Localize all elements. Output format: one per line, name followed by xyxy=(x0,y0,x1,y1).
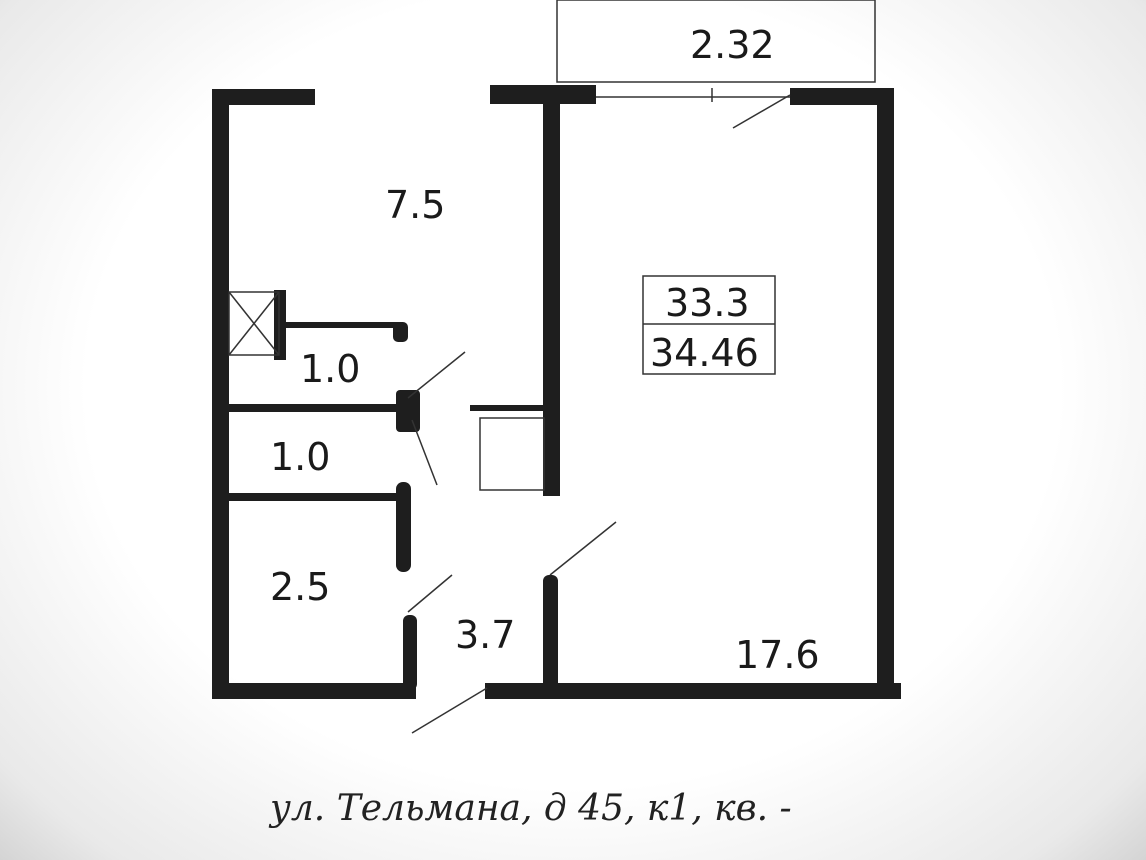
niche xyxy=(479,417,545,491)
living-room-area-label: 17.6 xyxy=(735,633,820,677)
kitchen-area-label: 7.5 xyxy=(385,183,445,227)
address-caption: ул. Тельмана, д 45, к1, кв. - xyxy=(268,788,792,829)
living-area-total: 33.3 xyxy=(665,281,750,325)
closet-area-label: 1.0 xyxy=(300,347,360,391)
bathroom-area-label: 2.5 xyxy=(270,565,330,609)
balcony-outline xyxy=(556,0,876,83)
balcony-area-label: 2.32 xyxy=(690,23,775,67)
door-swings xyxy=(407,94,791,734)
hallway-area-label: 3.7 xyxy=(455,613,515,657)
ventilation-shaft xyxy=(228,291,280,356)
interior-walls xyxy=(228,85,596,690)
outer-walls xyxy=(212,88,901,699)
area-summary-box xyxy=(642,275,776,375)
total-area: 34.46 xyxy=(650,331,759,375)
toilet-area-label: 1.0 xyxy=(270,435,330,479)
